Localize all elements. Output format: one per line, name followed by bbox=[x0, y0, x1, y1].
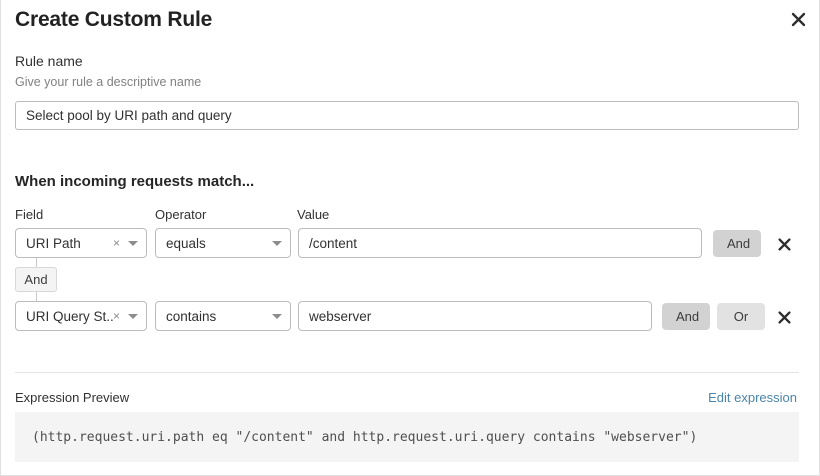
expression-preview-label: Expression Preview bbox=[15, 390, 130, 405]
condition-row: URI Path × equals And bbox=[1, 228, 820, 258]
clear-icon[interactable]: × bbox=[112, 309, 120, 323]
logic-and-button-2[interactable]: And bbox=[662, 303, 710, 330]
value-input-2[interactable] bbox=[298, 301, 652, 331]
operator-select-2[interactable]: contains bbox=[155, 301, 291, 331]
field-select-1-value: URI Path bbox=[26, 235, 81, 251]
close-icon[interactable] bbox=[785, 6, 811, 32]
section-divider bbox=[15, 372, 799, 373]
expression-preview-text: (http.request.uri.path eq "/content" and… bbox=[32, 429, 698, 445]
rule-name-label: Rule name bbox=[15, 53, 83, 69]
field-select-1[interactable]: URI Path × bbox=[15, 228, 147, 258]
value-input-1[interactable] bbox=[298, 228, 702, 258]
close-icon bbox=[777, 237, 791, 251]
condition-row: URI Query St... × contains And Or bbox=[1, 301, 820, 331]
page-title: Create Custom Rule bbox=[15, 8, 213, 31]
chevron-down-icon bbox=[272, 240, 282, 246]
close-icon bbox=[777, 310, 791, 324]
column-header-field: Field bbox=[15, 207, 44, 222]
match-section-heading: When incoming requests match... bbox=[15, 173, 255, 190]
logic-and-button-1[interactable]: And bbox=[713, 230, 761, 257]
field-select-2-value: URI Query St... bbox=[26, 308, 113, 324]
expression-preview-box: (http.request.uri.path eq "/content" and… bbox=[15, 412, 799, 462]
field-select-2[interactable]: URI Query St... × bbox=[15, 301, 147, 331]
rule-name-sublabel: Give your rule a descriptive name bbox=[15, 75, 202, 89]
column-header-value: Value bbox=[297, 207, 330, 222]
close-glyph bbox=[791, 12, 805, 26]
operator-select-2-value: contains bbox=[166, 308, 217, 324]
chevron-down-icon bbox=[128, 313, 138, 319]
operator-select-1-value: equals bbox=[166, 235, 206, 251]
logic-or-button-2[interactable]: Or bbox=[717, 303, 765, 330]
edit-expression-link[interactable]: Edit expression bbox=[708, 390, 797, 405]
delete-condition-button-1[interactable] bbox=[773, 233, 795, 255]
group-connector-and-chip[interactable]: And bbox=[15, 267, 57, 292]
delete-condition-button-2[interactable] bbox=[773, 306, 795, 328]
column-header-operator: Operator bbox=[155, 207, 207, 222]
rule-name-input[interactable] bbox=[15, 101, 799, 130]
clear-icon[interactable]: × bbox=[112, 236, 120, 250]
chevron-down-icon bbox=[272, 313, 282, 319]
operator-select-1[interactable]: equals bbox=[155, 228, 291, 258]
chevron-down-icon bbox=[128, 240, 138, 246]
